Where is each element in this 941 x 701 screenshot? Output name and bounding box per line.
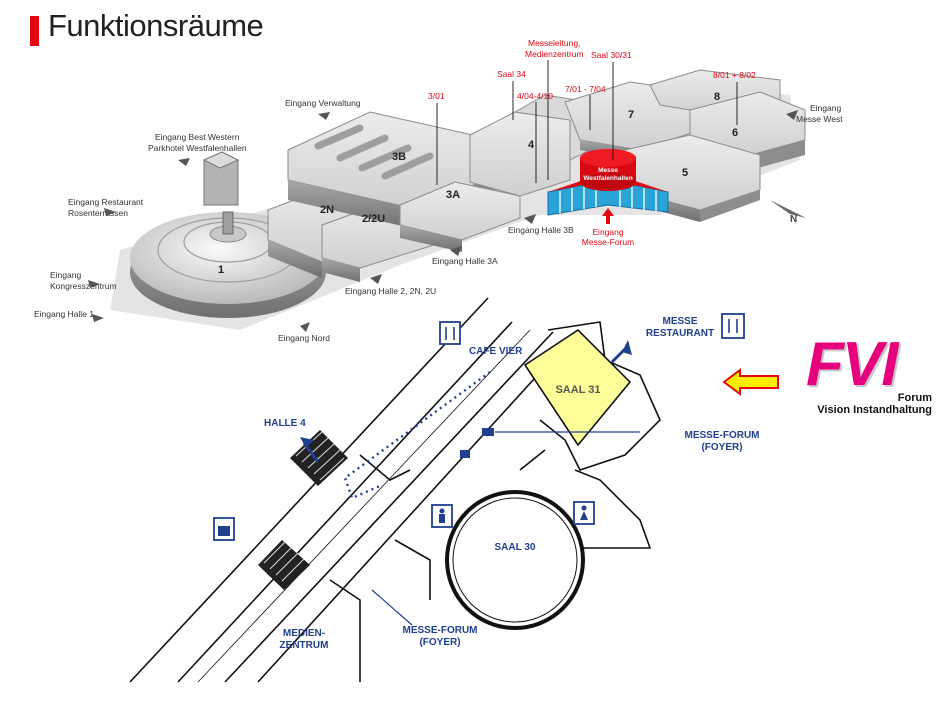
hall-4 bbox=[469, 111, 571, 197]
entrance-nord-label: Eingang Nord bbox=[278, 333, 330, 343]
messe-forum-foyer-label-1: MESSE-FORUM bbox=[685, 430, 760, 441]
messe-forum-building bbox=[547, 149, 669, 216]
hall-label-2n: 2N bbox=[320, 204, 334, 216]
entrance-best-western-label-2: Parkhotel Westfalenhallen bbox=[148, 143, 247, 153]
hall-label-6: 6 bbox=[732, 127, 738, 139]
room-label-saal34: Saal 34 bbox=[497, 69, 526, 79]
hall-label-5: 5 bbox=[682, 167, 688, 179]
fvi-logo-line-2: Vision Instandhaltung bbox=[817, 404, 932, 416]
entrance-halle1-label: Eingang Halle 1 bbox=[34, 309, 94, 319]
fvi-logo-mark: FVI bbox=[806, 330, 898, 399]
stair-halle-4 bbox=[290, 430, 348, 486]
restaurant-icon-right bbox=[721, 313, 745, 339]
medienzentrum-label-2: ZENTRUM bbox=[280, 640, 329, 651]
fvi-logo-line-1: Forum bbox=[897, 392, 932, 404]
saal-31-room bbox=[523, 328, 632, 447]
entrance-halle3a-label: Eingang Halle 3A bbox=[432, 256, 498, 266]
room-label-8-01: 8/01 + 8/02 bbox=[713, 70, 756, 80]
entrance-forum-label-1: Eingang bbox=[592, 227, 623, 237]
rotunda-label-2: Westfalenhallen bbox=[583, 175, 632, 182]
page-title: Funktionsräume bbox=[48, 8, 264, 43]
hall-label-7: 7 bbox=[628, 109, 634, 121]
messe-restaurant-label-2: RESTAURANT bbox=[646, 328, 714, 339]
room-label-messeleitung-2: Medienzentrum bbox=[525, 49, 584, 59]
entrance-halle3b-label: Eingang Halle 3B bbox=[508, 225, 574, 235]
entrance-restaurant-label-1: Eingang Restaurant bbox=[68, 197, 144, 207]
title-accent-bar bbox=[30, 16, 39, 46]
saal-30-label: SAAL 30 bbox=[495, 542, 536, 553]
room-label-messeleitung-1: Messeleitung, bbox=[528, 38, 580, 48]
saal-30-room bbox=[445, 490, 585, 630]
hall-label-4: 4 bbox=[528, 139, 535, 151]
plan-arrows bbox=[300, 340, 640, 626]
room-label-4-04: 4/04-4/10 bbox=[517, 91, 553, 101]
compass-icon: N bbox=[770, 200, 806, 225]
restroom-icon-right bbox=[573, 501, 595, 525]
hall-label-3a: 3A bbox=[446, 189, 460, 201]
medienzentrum-label-1: MEDIEN- bbox=[283, 628, 325, 639]
floor-plan bbox=[129, 297, 661, 683]
restroom-icon-left bbox=[431, 504, 453, 528]
hall-label-2-2u: 2/2U bbox=[362, 213, 385, 225]
entrance-verwaltung-label: Eingang Verwaltung bbox=[285, 98, 361, 108]
messe-forum-foyer-label-2: (FOYER) bbox=[701, 442, 742, 453]
halle-4-label: HALLE 4 bbox=[264, 418, 306, 429]
leader-lines bbox=[436, 60, 738, 185]
room-label-3-01: 3/01 bbox=[428, 91, 445, 101]
hall-label-8: 8 bbox=[714, 91, 720, 103]
svg-text:N: N bbox=[790, 214, 797, 225]
hall-label-1: 1 bbox=[218, 264, 224, 276]
room-label-saal3031: Saal 30/31 bbox=[591, 50, 632, 60]
entrance-kongress-label-2: Kongresszentrum bbox=[50, 281, 117, 291]
highlight-arrow-icon bbox=[722, 368, 779, 396]
messe-forum-foyer-bottom-label-2: (FOYER) bbox=[419, 637, 460, 648]
saal-31-label: SAAL 31 bbox=[555, 384, 600, 396]
forum-entrance-arrow bbox=[602, 208, 614, 224]
entrance-messe-west-label-1: Eingang bbox=[810, 103, 841, 113]
messe-forum-foyer-bottom-label-1: MESSE-FORUM bbox=[403, 625, 478, 636]
entrance-restaurant-label-2: Rosenterrassen bbox=[68, 208, 128, 218]
entrance-best-western-label-1: Eingang Best Western bbox=[155, 132, 240, 142]
hotel-building bbox=[202, 151, 240, 206]
fvi-logo: FVI Forum Vision Instandhaltung bbox=[806, 330, 932, 417]
entrance-forum-label-2: Messe-Forum bbox=[582, 237, 634, 247]
cafe-vier-label: CAFE VIER bbox=[469, 346, 523, 357]
messe-restaurant-label-1: MESSE bbox=[662, 316, 697, 327]
entrance-arrows bbox=[88, 110, 798, 332]
rotunda-label-1: Messe bbox=[598, 167, 618, 174]
elevator-icon bbox=[213, 517, 235, 541]
entrance-messe-west-label-2: Messe West bbox=[796, 114, 843, 124]
restaurant-icon-left bbox=[439, 321, 461, 345]
room-label-7-01: 7/01 - 7/04 bbox=[565, 84, 606, 94]
cafe-path bbox=[343, 371, 491, 500]
stair-lower bbox=[258, 540, 310, 590]
hall-label-3b: 3B bbox=[392, 151, 406, 163]
entrance-halle2-label: Eingang Halle 2, 2N, 2U bbox=[345, 286, 436, 296]
entrance-kongress-label-1: Eingang bbox=[50, 270, 81, 280]
